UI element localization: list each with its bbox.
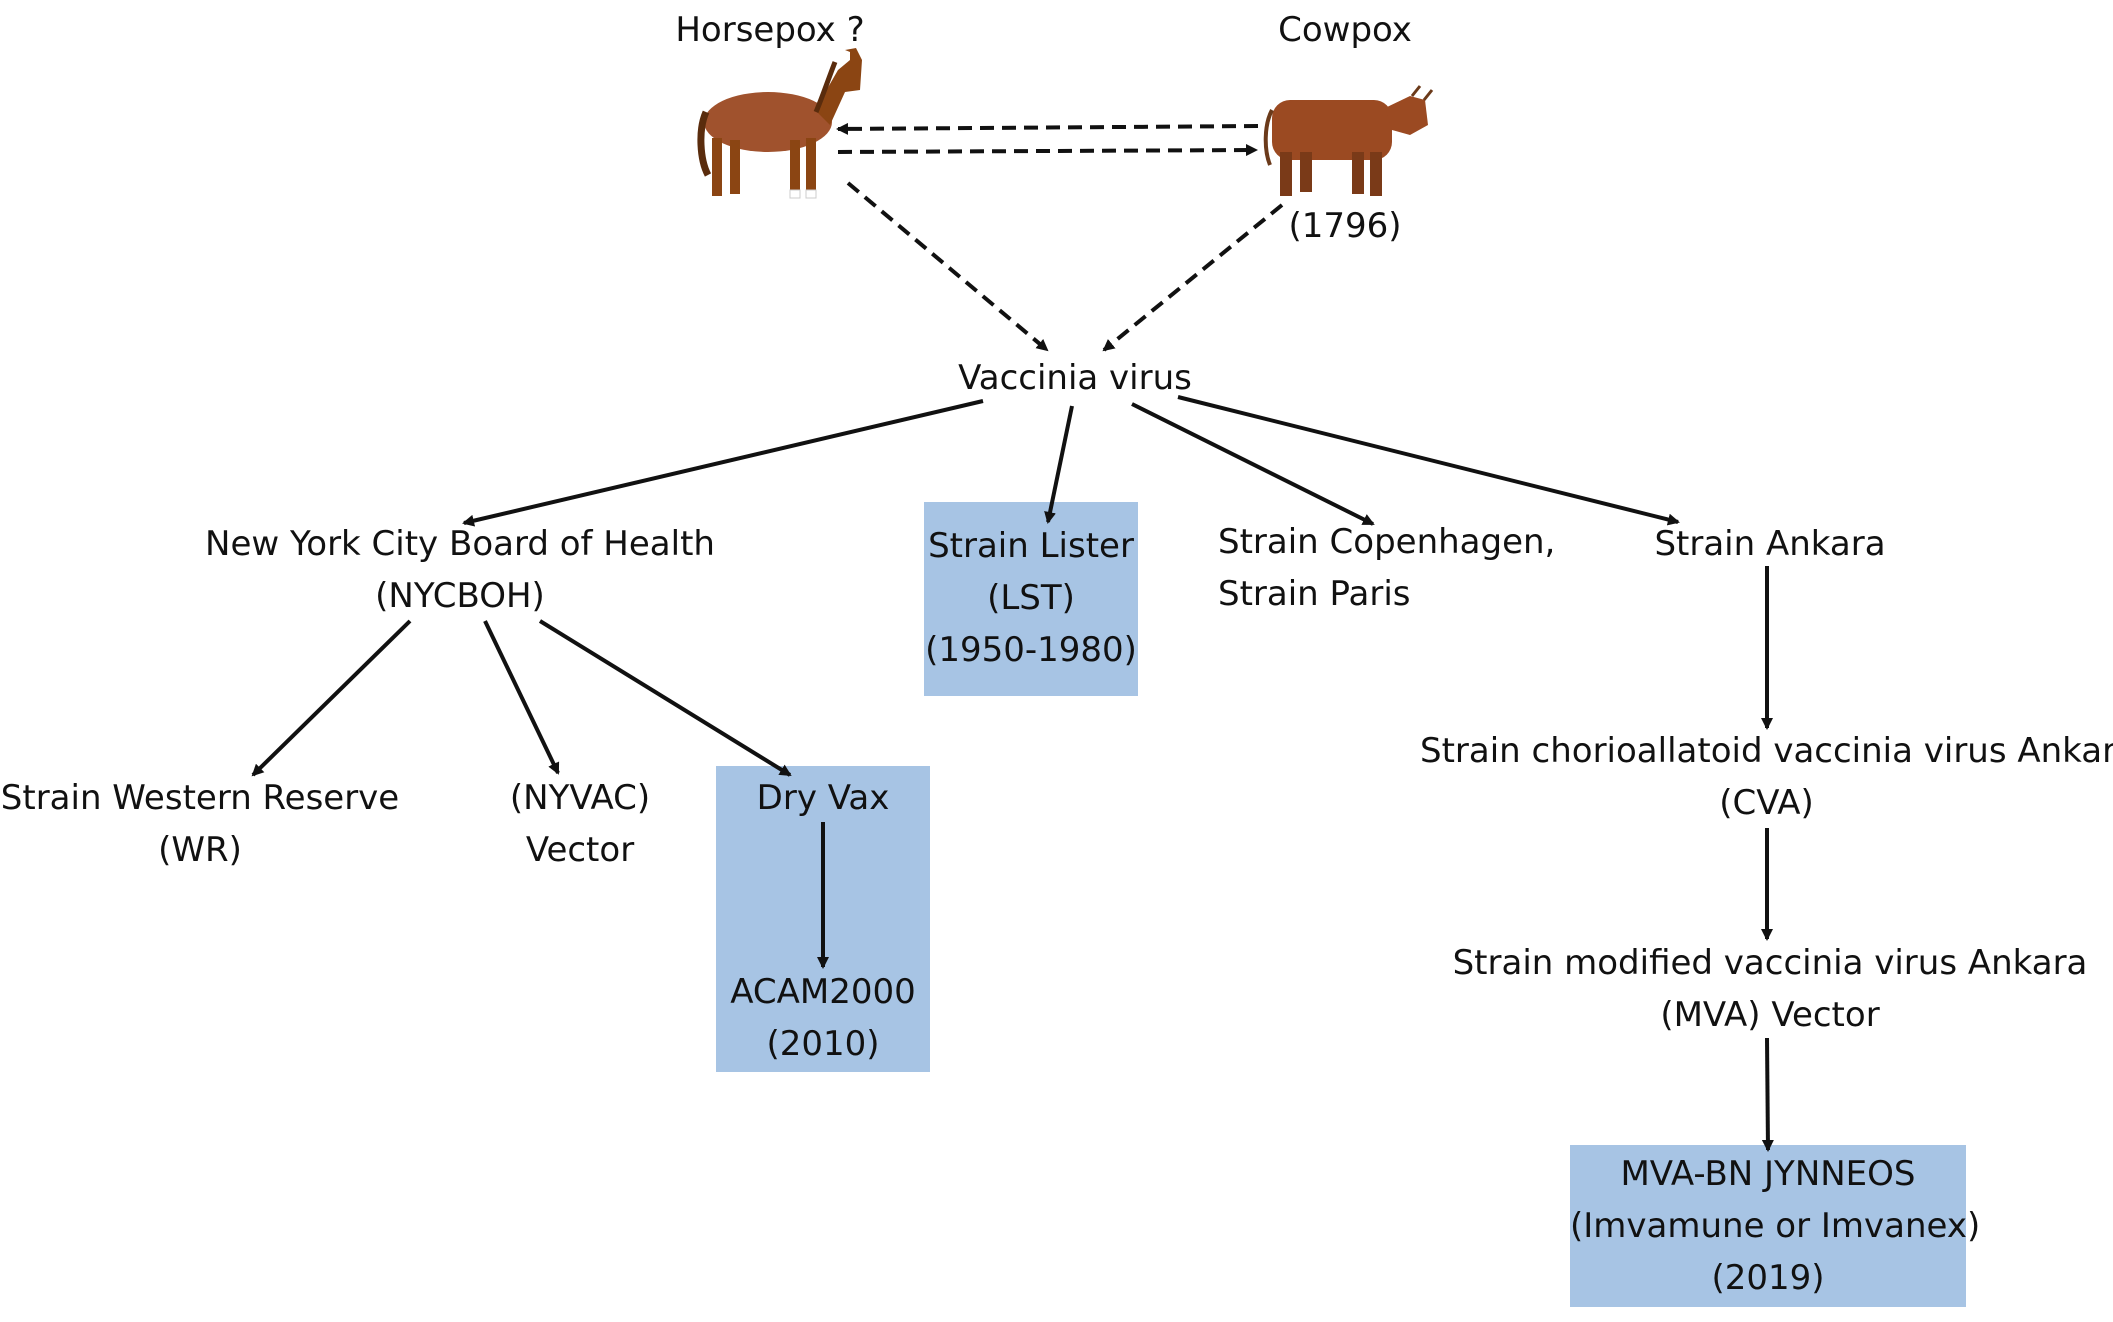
- cva-node: Strain chorioallatoid vaccinia virus Ank…: [1420, 725, 2113, 829]
- acam2000-node: ACAM2000 (2010): [716, 966, 930, 1070]
- nycboh-node: New York City Board of Health (NYCBOH): [180, 518, 740, 622]
- cow-icon: [1263, 85, 1434, 196]
- jynneos-line2: (Imvamune or Imvanex): [1570, 1206, 1981, 1246]
- jynneos-line1: MVA-BN JYNNEOS: [1620, 1154, 1916, 1194]
- nyvac-node: (NYVAC) Vector: [480, 772, 680, 876]
- jynneos-box: [1570, 1145, 1966, 1307]
- lister-line2: (LST): [987, 578, 1075, 618]
- cowpox-year: (1796): [1288, 206, 1402, 246]
- arrow-cow-to-horse: [836, 122, 1259, 135]
- copenhagen-line2: Strain Paris: [1218, 574, 1411, 614]
- arrow-nycboh-to-wr: [251, 619, 412, 777]
- jynneos-node: MVA-BN JYNNEOS (Imvamune or Imvanex) (20…: [1570, 1148, 1981, 1304]
- arrow-vaccinia-to-copenhagen: [1131, 402, 1375, 526]
- nyvac-line1: (NYVAC): [509, 778, 651, 818]
- arrow-vaccinia-to-ankara: [1177, 395, 1680, 526]
- arrow-vaccinia-to-nycboh: [462, 399, 984, 527]
- arrow-mva-to-jynneos: [1761, 1037, 1774, 1152]
- mva-line1: Strain modified vaccinia virus Ankara: [1452, 943, 2088, 983]
- western-reserve-node: Strain Western Reserve (WR): [0, 772, 400, 876]
- acam2000-line1: ACAM2000: [730, 972, 916, 1012]
- lister-node: Strain Lister (LST) (1950-1980): [924, 520, 1138, 676]
- arrow-horse-to-cow: [837, 144, 1258, 157]
- ankara-label: Strain Ankara: [1654, 524, 1886, 564]
- arrow-vaccinia-to-lister: [1044, 405, 1074, 524]
- arrow-nycboh-to-nyvac: [483, 620, 560, 775]
- wr-line2: (WR): [158, 830, 242, 870]
- mva-node: Strain modified vaccinia virus Ankara (M…: [1450, 937, 2090, 1041]
- lister-line1: Strain Lister: [928, 526, 1134, 566]
- nycboh-line2: (NYCBOH): [375, 576, 545, 616]
- dryvax-label: Dry Vax: [756, 778, 890, 818]
- acam2000-line2: (2010): [766, 1024, 880, 1064]
- jynneos-line3: (2019): [1711, 1258, 1825, 1298]
- wr-line1: Strain Western Reserve: [0, 778, 400, 818]
- vaccinia-label: Vaccinia virus: [958, 358, 1192, 398]
- lister-line3: (1950-1980): [925, 630, 1137, 670]
- mva-line2: (MVA) Vector: [1660, 995, 1880, 1035]
- nyvac-line2: Vector: [525, 830, 635, 870]
- lister-box: [924, 502, 1138, 696]
- cva-line1: Strain chorioallatoid vaccinia virus Ank…: [1420, 731, 2113, 771]
- arrow-nycboh-to-dryvax: [538, 619, 792, 777]
- nycboh-line1: New York City Board of Health: [205, 524, 715, 564]
- cva-line2: (CVA): [1719, 783, 1814, 823]
- horsepox-label: Horsepox ?: [675, 10, 865, 50]
- cowpox-label: Cowpox: [1278, 10, 1412, 50]
- horse-icon: [697, 48, 862, 199]
- copenhagen-node: Strain Copenhagen, Strain Paris: [1218, 516, 1578, 620]
- arrow-cow-to-vaccinia: [1102, 203, 1284, 352]
- copenhagen-line1: Strain Copenhagen,: [1218, 522, 1556, 562]
- arrow-horse-to-vaccinia: [846, 181, 1049, 352]
